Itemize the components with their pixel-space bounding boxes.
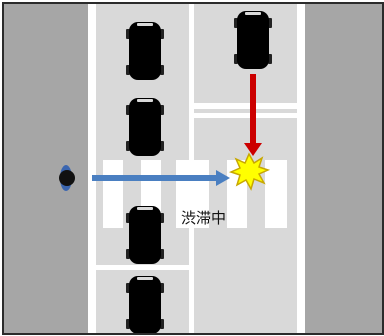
center-lane-line — [189, 4, 194, 334]
queued-car-3 — [126, 206, 164, 264]
left-lane-stop-line — [96, 265, 189, 270]
car-arrow-head — [244, 143, 262, 156]
car-arrow-shaft — [250, 74, 256, 145]
lane-markings — [88, 4, 305, 334]
pedestrian-arrow-shaft — [92, 175, 218, 181]
crosswalk-stripe — [103, 160, 123, 228]
congestion-label: 渋滞中 — [181, 209, 226, 227]
collision-burst-icon — [228, 152, 271, 191]
right-lane-stop-line-lower — [194, 113, 297, 118]
crosswalk-stripe — [265, 160, 287, 228]
queued-car-4 — [126, 276, 164, 334]
car-path-arrow — [244, 74, 262, 156]
queued-car-1 — [126, 22, 164, 80]
crossing-pedestrian — [59, 165, 75, 191]
left-lane-edge-line — [88, 4, 96, 334]
left-sidewalk — [4, 4, 88, 334]
right-lane-stop-line — [194, 103, 297, 109]
oncoming-red-car — [234, 11, 272, 69]
pedestrian-head — [59, 170, 75, 186]
right-lane-edge-line — [297, 4, 305, 334]
right-sidewalk — [305, 4, 384, 334]
pedestrian-arrow-head — [216, 170, 230, 186]
pedestrian-path-arrow — [92, 170, 230, 186]
queued-car-2 — [126, 98, 164, 156]
